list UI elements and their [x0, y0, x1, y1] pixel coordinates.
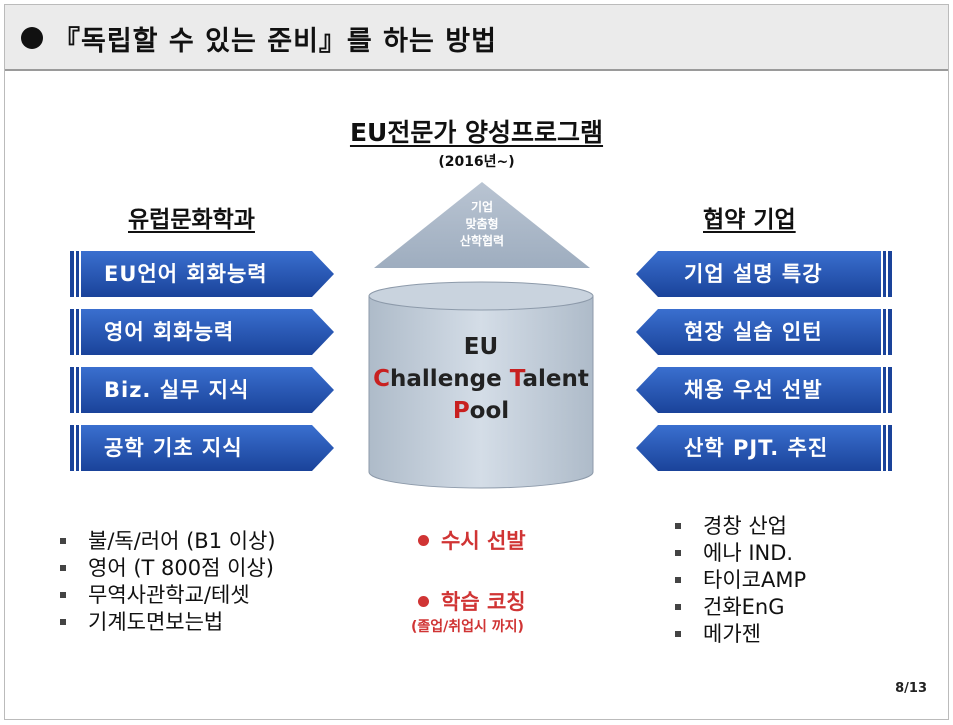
slide-title: 『독립할 수 있는 준비』를 하는 방법 — [53, 26, 497, 57]
list-item: 에나 IND. — [668, 540, 806, 567]
square-bullet-icon — [60, 538, 66, 544]
left-arrow-banner-icon — [636, 251, 892, 297]
pool-letter-t: T — [509, 366, 523, 392]
slide-header: 『독립할 수 있는 준비』를 하는 방법 — [5, 5, 948, 71]
left-arrow-banner-icon — [636, 309, 892, 355]
left-arrow-banner-icon — [636, 425, 892, 471]
pool-line-1: EU — [463, 334, 499, 360]
right-banner-label: 현장 실습 인턴 — [684, 320, 823, 344]
square-bullet-icon — [60, 592, 66, 598]
right-banner-3: 채용 우선 선발 — [636, 367, 892, 413]
pool-word-hallenge: hallenge — [390, 366, 510, 392]
center-bullet-2: 학습 코칭 — [418, 586, 526, 616]
pool-word-alent: alent — [522, 366, 589, 392]
square-bullet-icon — [675, 577, 681, 583]
left-banner-3: Biz. 실무 지식 — [70, 367, 334, 413]
list-item: 메가젠 — [668, 621, 806, 648]
square-bullet-icon — [60, 619, 66, 625]
square-bullet-icon — [675, 550, 681, 556]
left-banner-4: 공학 기초 지식 — [70, 425, 334, 471]
list-item: 무역사관학교/테셋 — [53, 582, 276, 609]
list-item: 불/독/러어 (B1 이상) — [53, 528, 276, 555]
right-arrow-banner-icon — [70, 367, 334, 413]
list-item: 건화EnG — [668, 594, 806, 621]
left-banner-label: Biz. 실무 지식 — [104, 378, 250, 402]
roof-text-line: 맞춤형 — [465, 217, 499, 231]
left-banner-label: EU언어 회화능력 — [104, 262, 268, 286]
page-number: 8/13 — [895, 681, 927, 696]
program-subtitle: (2016년~) — [438, 154, 515, 170]
square-bullet-icon — [60, 565, 66, 571]
left-bullet-list: 불/독/러어 (B1 이상) 영어 (T 800점 이상) 무역사관학교/테셋 … — [53, 528, 276, 636]
square-bullet-icon — [675, 631, 681, 637]
square-bullet-icon — [675, 604, 681, 610]
list-item: 타이코AMP — [668, 567, 806, 594]
list-item: 기계도면보는법 — [53, 609, 276, 636]
right-arrow-banner-icon — [70, 309, 334, 355]
right-arrow-banner-icon — [70, 425, 334, 471]
bullet-dot-icon — [21, 27, 43, 49]
slide-frame — [4, 4, 949, 720]
program-title: EU전문가 양성프로그램 — [349, 118, 604, 147]
left-banner-label: 공학 기초 지식 — [104, 436, 243, 460]
right-banner-2: 현장 실습 인턴 — [636, 309, 892, 355]
left-column-title: 유럽문화학과 — [128, 207, 255, 233]
pool-line-3: Pool — [367, 398, 595, 424]
right-banner-4: 산학 PJT. 추진 — [636, 425, 892, 471]
center-bullet-1: 수시 선발 — [418, 525, 526, 555]
roof-triangle-icon — [374, 182, 590, 268]
coaching-note: (졸업/취업시 까지) — [411, 619, 524, 635]
roof-text-line: 기업 — [470, 200, 494, 214]
left-banner-label: 영어 회화능력 — [104, 320, 235, 344]
right-column-title: 협약 기업 — [703, 207, 796, 233]
red-dot-icon — [418, 534, 429, 546]
right-banner-label: 기업 설명 특강 — [684, 262, 823, 286]
right-arrow-banner-icon — [70, 251, 334, 297]
left-banner-1: EU언어 회화능력 — [70, 251, 334, 297]
pool-letter-p: P — [452, 398, 470, 424]
red-dot-icon — [418, 595, 429, 607]
talent-pool-cylinder-icon — [368, 281, 594, 489]
right-bullet-list: 경창 산업 에나 IND. 타이코AMP 건화EnG 메가젠 — [668, 513, 806, 648]
right-banner-label: 채용 우선 선발 — [684, 378, 823, 402]
pool-line-2: Challenge Talent — [367, 366, 595, 392]
list-item: 영어 (T 800점 이상) — [53, 555, 276, 582]
right-banner-1: 기업 설명 특강 — [636, 251, 892, 297]
roof-text-line: 산학협력 — [459, 234, 505, 248]
right-banner-label: 산학 PJT. 추진 — [684, 436, 829, 460]
list-item: 경창 산업 — [668, 513, 806, 540]
square-bullet-icon — [675, 523, 681, 529]
pool-letter-c: C — [373, 366, 391, 392]
left-arrow-banner-icon — [636, 367, 892, 413]
left-banner-2: 영어 회화능력 — [70, 309, 334, 355]
pool-word-ool: ool — [469, 398, 510, 424]
